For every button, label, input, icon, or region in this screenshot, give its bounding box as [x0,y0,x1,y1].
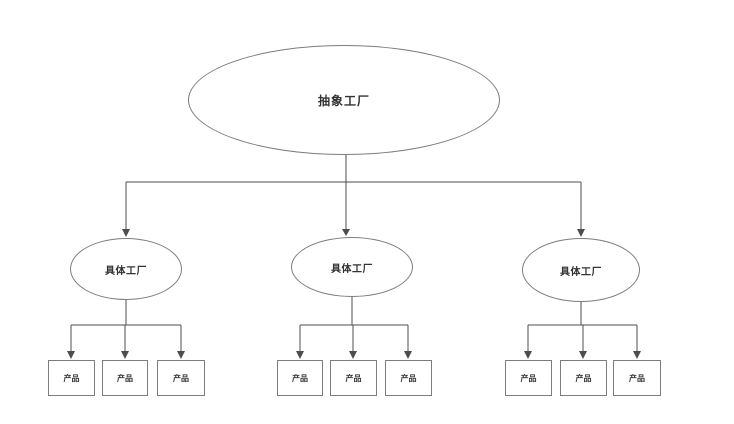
connector-lines-factory-3 [527,302,638,351]
product-node-3-2: 产品 [560,360,607,396]
connector-lines-factory-2 [299,297,409,351]
product-label: 产品 [173,373,189,383]
product-label: 产品 [520,373,537,383]
product-node-2-1: 产品 [277,360,323,396]
arrow-down-marker [67,351,75,359]
concrete-factory-node-2: 具体工厂 [291,237,413,297]
product-node-1-3: 产品 [157,360,205,396]
arrow-down-marker [349,351,357,359]
concrete-factory-node-1: 具体工厂 [70,238,182,300]
arrow-down-marker [404,351,412,359]
product-label: 产品 [575,373,592,383]
arrow-down-marker [577,229,585,237]
arrow-down-marker [633,351,641,359]
product-label: 产品 [629,373,645,383]
product-node-1-2: 产品 [102,360,148,396]
arrow-down-marker [524,351,532,359]
arrow-down-marker [122,229,130,237]
abstract-factory-node: 抽象工厂 [188,45,500,155]
abstract-factory-label: 抽象工厂 [317,93,370,108]
product-label: 产品 [63,373,80,383]
product-node-3-1: 产品 [505,360,552,396]
connector-lines-factory-1 [70,300,182,351]
product-label: 产品 [345,373,362,383]
concrete-factory-label: 具体工厂 [105,265,147,277]
arrow-down-marker [342,229,350,236]
arrow-down-marker [121,351,129,359]
connector-lines-root [125,155,582,229]
concrete-factory-label: 具体工厂 [560,266,602,278]
product-label: 产品 [292,373,308,383]
product-node-2-2: 产品 [330,360,377,396]
product-node-2-3: 产品 [385,360,432,396]
arrow-down-marker [177,351,185,359]
arrow-down-marker [579,351,587,359]
concrete-factory-label: 具体工厂 [331,263,373,275]
product-label: 产品 [400,373,417,383]
product-label: 产品 [117,373,133,383]
product-node-1-1: 产品 [48,360,95,396]
arrow-down-marker [296,351,304,359]
concrete-factory-node-3: 具体工厂 [522,238,640,302]
product-node-3-3: 产品 [613,360,661,396]
